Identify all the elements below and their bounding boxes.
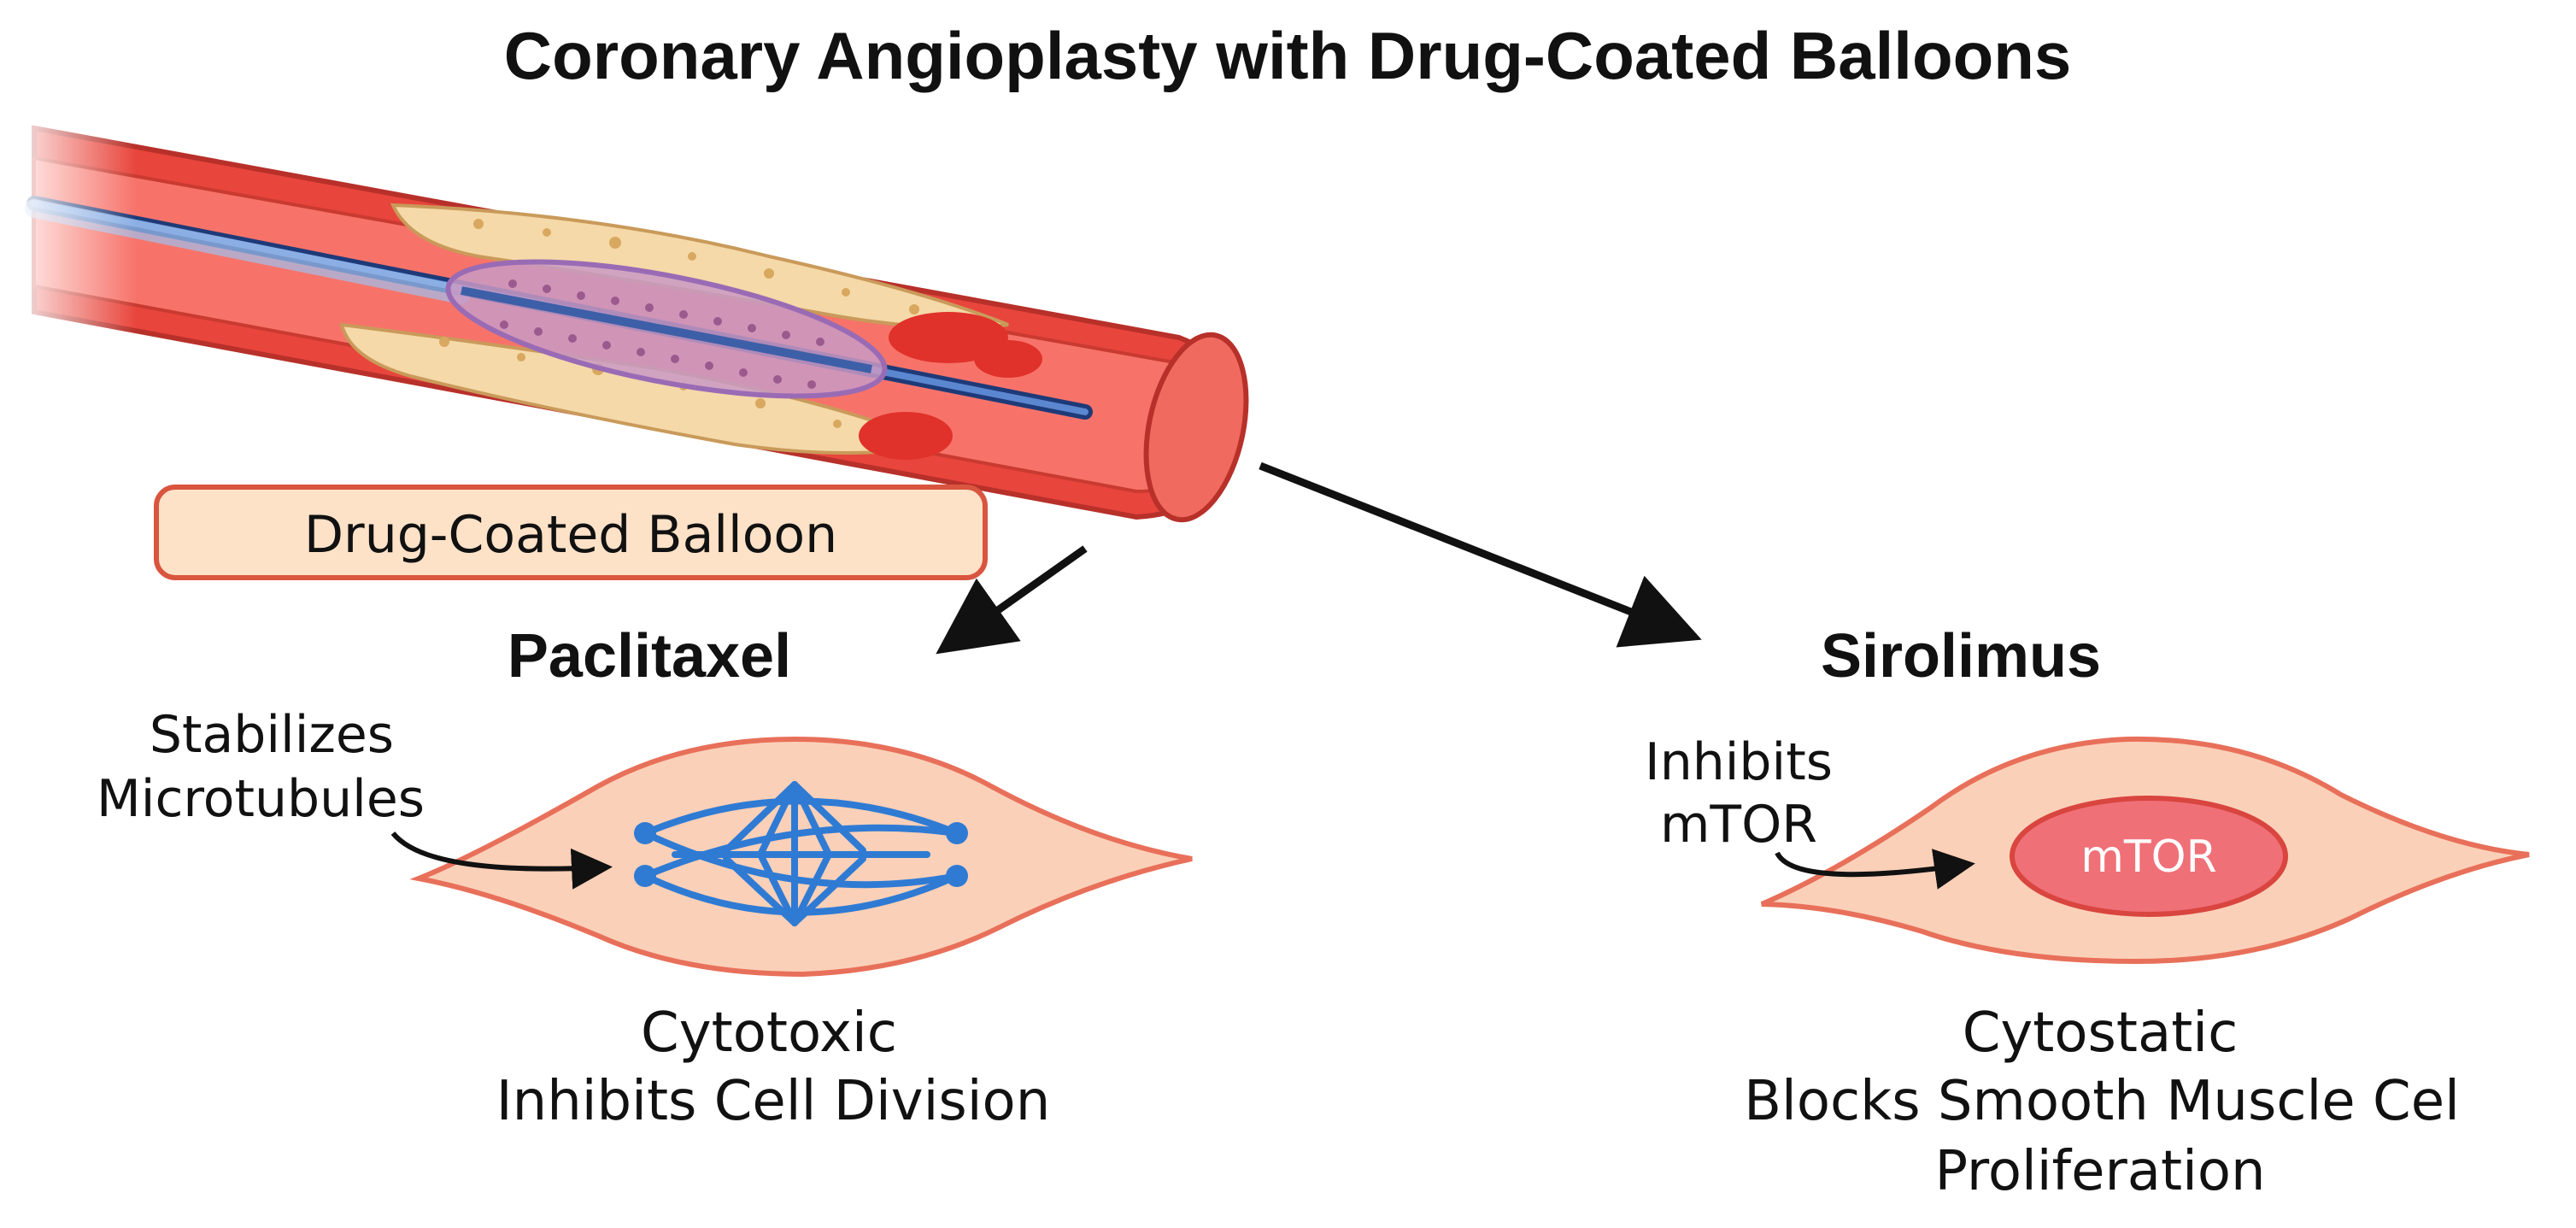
arrow-to-sirolimus <box>1259 461 1702 648</box>
balloon-label-box: Drug-Coated Balloon <box>154 485 988 580</box>
sirolimus-caption-line2: Blocks Smooth Muscle Cel <box>1744 1070 2460 1133</box>
mtor-target <box>2010 796 2288 917</box>
mtor-target-label: mTOR <box>2080 831 2216 883</box>
centrosome-dots <box>634 822 968 887</box>
sirolimus-caption-line3: Proliferation <box>1934 1140 2265 1203</box>
plaque-speckles <box>439 219 919 441</box>
mitotic-spindle-icon <box>642 781 960 926</box>
paclitaxel-annotation-line1: Stabilizes <box>150 705 394 765</box>
paclitaxel-heading: Paclitaxel <box>508 622 791 690</box>
coronary-artery <box>0 103 1249 523</box>
diagram-title: Coronary Angioplasty with Drug-Coated Ba… <box>504 18 2072 93</box>
balloon-label: Drug-Coated Balloon <box>304 505 837 565</box>
arrow-to-paclitaxel <box>936 545 1088 655</box>
vessel-opening <box>1143 332 1249 523</box>
sirolimus-heading: Sirolimus <box>1821 622 2101 690</box>
paclitaxel-pointer-arrow <box>390 831 613 890</box>
paclitaxel-caption-line2: Inhibits Cell Division <box>496 1070 1051 1133</box>
paclitaxel-annotation-line2: Microtubules <box>97 769 425 829</box>
sirolimus-pointer-arrow <box>1775 849 1975 890</box>
balloon-coating-dots <box>500 279 824 389</box>
sirolimus-annotation-line1: Inhibits <box>1645 732 1833 792</box>
sirolimus-annotation-line2: mTOR <box>1660 795 1817 855</box>
paclitaxel-caption-line1: Cytotoxic <box>641 1002 897 1065</box>
lesion-patches <box>859 312 1042 460</box>
sirolimus-caption-line1: Cytostatic <box>1963 1002 2239 1065</box>
